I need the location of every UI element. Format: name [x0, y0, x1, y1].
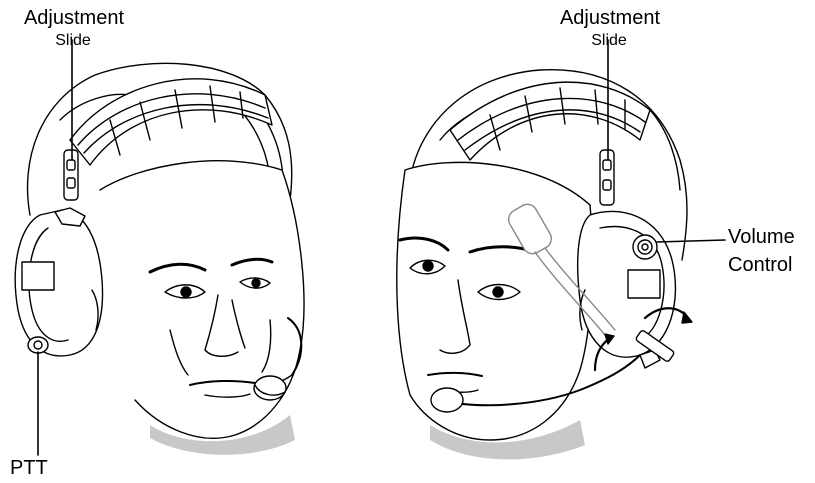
left-figure [15, 40, 304, 455]
volume-label-line2: Control [728, 255, 792, 275]
right-adjustment-slide [600, 150, 614, 205]
right-figure [397, 40, 725, 459]
right-adjustment-label-line1: Adjustment [560, 8, 660, 28]
volume-label-line1: Volume [728, 227, 795, 247]
ptt-label: PTT [10, 458, 48, 478]
left-adjustment-label-line2: Slide [55, 33, 91, 49]
left-adjustment-slide [64, 150, 78, 200]
left-adjustment-label-line1: Adjustment [24, 8, 124, 28]
right-adjustment-label-line2: Slide [591, 33, 627, 49]
volume-control-knob [633, 235, 725, 259]
ptt-button [28, 337, 48, 455]
right-face [397, 162, 593, 440]
left-headband [70, 79, 272, 165]
right-ear-cup [578, 211, 676, 357]
